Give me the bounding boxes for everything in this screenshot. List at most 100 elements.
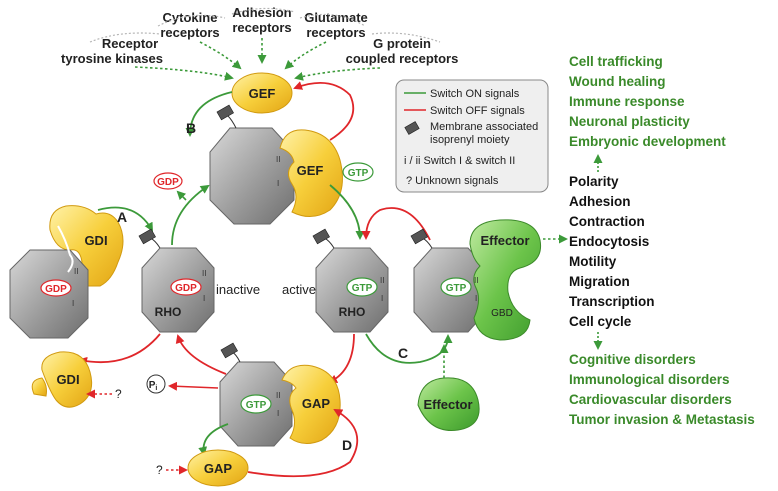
outcome-bottom-1: Immunological disorders	[569, 372, 730, 387]
gdp-release-bubble: GDP	[153, 172, 183, 190]
arrow-complex-to-rho-active	[329, 184, 365, 240]
gdi-complex-gdp-label: GDP	[45, 284, 67, 295]
outcome-mid-7: Cell cycle	[569, 314, 632, 329]
rho-active-gtp-label: GTP	[352, 283, 373, 294]
outcome-mid-0: Polarity	[569, 174, 619, 189]
arrow-gdp-release	[176, 190, 187, 201]
rho-inactive-gdp-label: GDP	[175, 283, 197, 294]
legend-membrane-label-1: Membrane associated	[430, 121, 538, 133]
step-d-label: D	[342, 437, 352, 453]
effector-complex-isoprenyl-icon	[410, 228, 433, 249]
inactive-label: inactive	[216, 282, 260, 297]
glutamate-label-line2: receptors	[306, 25, 365, 40]
arrow-gap-release	[198, 423, 229, 456]
rho-active-switch-ii: II	[380, 276, 384, 285]
rho-inactive-isoprenyl-icon	[138, 228, 161, 249]
gdi-complex-switch-ii: II	[74, 267, 78, 276]
outcomes-bottom: Cognitive disorders Immunological disord…	[569, 352, 755, 427]
gdi-free: GDI	[31, 351, 93, 408]
active-label: active	[282, 282, 316, 297]
legend-on-label: Switch ON signals	[430, 88, 520, 100]
step-c-label: C	[398, 345, 408, 361]
receptor-labels: Receptor tyrosine kinases Cytokine recep…	[61, 5, 458, 66]
legend-unknown-label: ? Unknown signals	[406, 175, 499, 187]
gdi-complex-switch-i: I	[72, 299, 74, 308]
rho-inactive-label: RHO	[155, 305, 182, 319]
rtk-label-line2: tyrosine kinases	[61, 51, 163, 66]
outcome-top-4: Embryonic development	[569, 134, 726, 149]
outcome-mid-3: Endocytosis	[569, 234, 649, 249]
gef-complex-label: GEF	[297, 163, 324, 178]
gdi-free-label: GDI	[56, 372, 79, 387]
outcomes-middle: Polarity Adhesion Contraction Endocytosi…	[569, 174, 655, 329]
switch-i-mark: I	[277, 179, 279, 188]
rho-gef-complex: GEF II I	[209, 104, 343, 225]
gtp-entry-bubble: GTP	[342, 162, 374, 182]
outcome-mid-1: Adhesion	[569, 194, 631, 209]
legend-isoprenyl-icon	[404, 121, 420, 135]
gdi-rho-complex: GDI GDP II I	[9, 205, 124, 339]
arrow-gef-to-complex	[185, 91, 233, 137]
unknown-gdi-label: ?	[115, 387, 122, 401]
arrow-effector-release	[361, 207, 431, 241]
outcome-mid-2: Contraction	[569, 214, 645, 229]
adhesion-label-line1: Adhesion	[232, 5, 291, 20]
rho-active-isoprenyl-icon	[312, 228, 335, 249]
cytokine-label-line2: receptors	[160, 25, 219, 40]
outcome-bottom-2: Cardiovascular disorders	[569, 392, 732, 407]
legend-membrane-label-2: isoprenyl moiety	[430, 134, 510, 146]
gtp-entry-label: GTP	[348, 168, 369, 179]
gap-complex-gtp-label: GTP	[246, 400, 267, 411]
legend-off-label: Switch OFF signals	[430, 105, 525, 117]
rho-effector-complex: Effector GBD GTP II I	[410, 219, 542, 341]
switch-ii-mark: II	[276, 155, 280, 164]
unknown-gap-label: ?	[156, 463, 163, 477]
outcome-top-2: Immune response	[569, 94, 685, 109]
gdp-release-label: GDP	[157, 177, 179, 188]
isoprenyl-icon	[216, 104, 237, 129]
gpcr-label-line2: coupled receptors	[346, 51, 459, 66]
outcome-bottom-3: Tumor invasion & Metastasis	[569, 412, 755, 427]
gpcr-label-line1: G protein	[373, 36, 431, 51]
arrow-rho-inactive-to-complex	[171, 184, 210, 246]
rho-gap-complex: GAP GTP II I	[219, 342, 341, 447]
receptor-arcs	[89, 7, 441, 43]
effector-complex-gtp-label: GTP	[446, 283, 467, 294]
arrow-gap-complex-to-rho-inactive	[175, 334, 227, 375]
gap-free: GAP	[187, 449, 249, 487]
outcome-mid-6: Transcription	[569, 294, 655, 309]
gap-complex-switch-i: I	[277, 409, 279, 418]
outcome-top-3: Neuronal plasticity	[569, 114, 690, 129]
phosphate-bubble: Pi	[146, 374, 166, 394]
rho-inactive: GDP RHO II I	[138, 228, 215, 333]
effector-complex-switch-i: I	[475, 294, 477, 303]
gbd-label: GBD	[491, 308, 513, 319]
gef-top-label: GEF	[249, 86, 276, 101]
cytokine-label-line1: Cytokine	[163, 10, 218, 25]
effector-complex-switch-ii: II	[474, 276, 478, 285]
outcome-bottom-0: Cognitive disorders	[569, 352, 696, 367]
arrow-rho-to-gdi	[78, 333, 161, 366]
receptor-signal-arrows	[134, 38, 381, 81]
step-a-label: A	[117, 209, 127, 225]
rho-inactive-switch-i: I	[203, 294, 205, 303]
arrow-gdi-release	[97, 206, 153, 232]
gap-complex-label: GAP	[302, 396, 331, 411]
arrow-gap-to-complex	[247, 409, 359, 478]
effector-complex-label: Effector	[480, 233, 529, 248]
gdi-complex-label: GDI	[84, 233, 107, 248]
outcomes-top: Cell trafficking Wound healing Immune re…	[569, 54, 726, 149]
arrow-rho-active-to-gap-complex	[328, 333, 355, 383]
gap-complex-switch-ii: II	[276, 391, 280, 400]
outcome-top-0: Cell trafficking	[569, 54, 663, 69]
outcome-top-1: Wound healing	[569, 74, 666, 89]
arrow-complex-to-gef	[293, 81, 355, 141]
legend: Switch ON signals Switch OFF signals Mem…	[395, 79, 549, 193]
effector-free: Effector	[417, 377, 480, 431]
outcome-mid-4: Motility	[569, 254, 617, 269]
step-b-label: B	[186, 120, 196, 136]
gap-complex-isoprenyl-icon	[220, 342, 241, 363]
rho-active-switch-i: I	[381, 294, 383, 303]
gef-top: GEF	[231, 72, 293, 114]
